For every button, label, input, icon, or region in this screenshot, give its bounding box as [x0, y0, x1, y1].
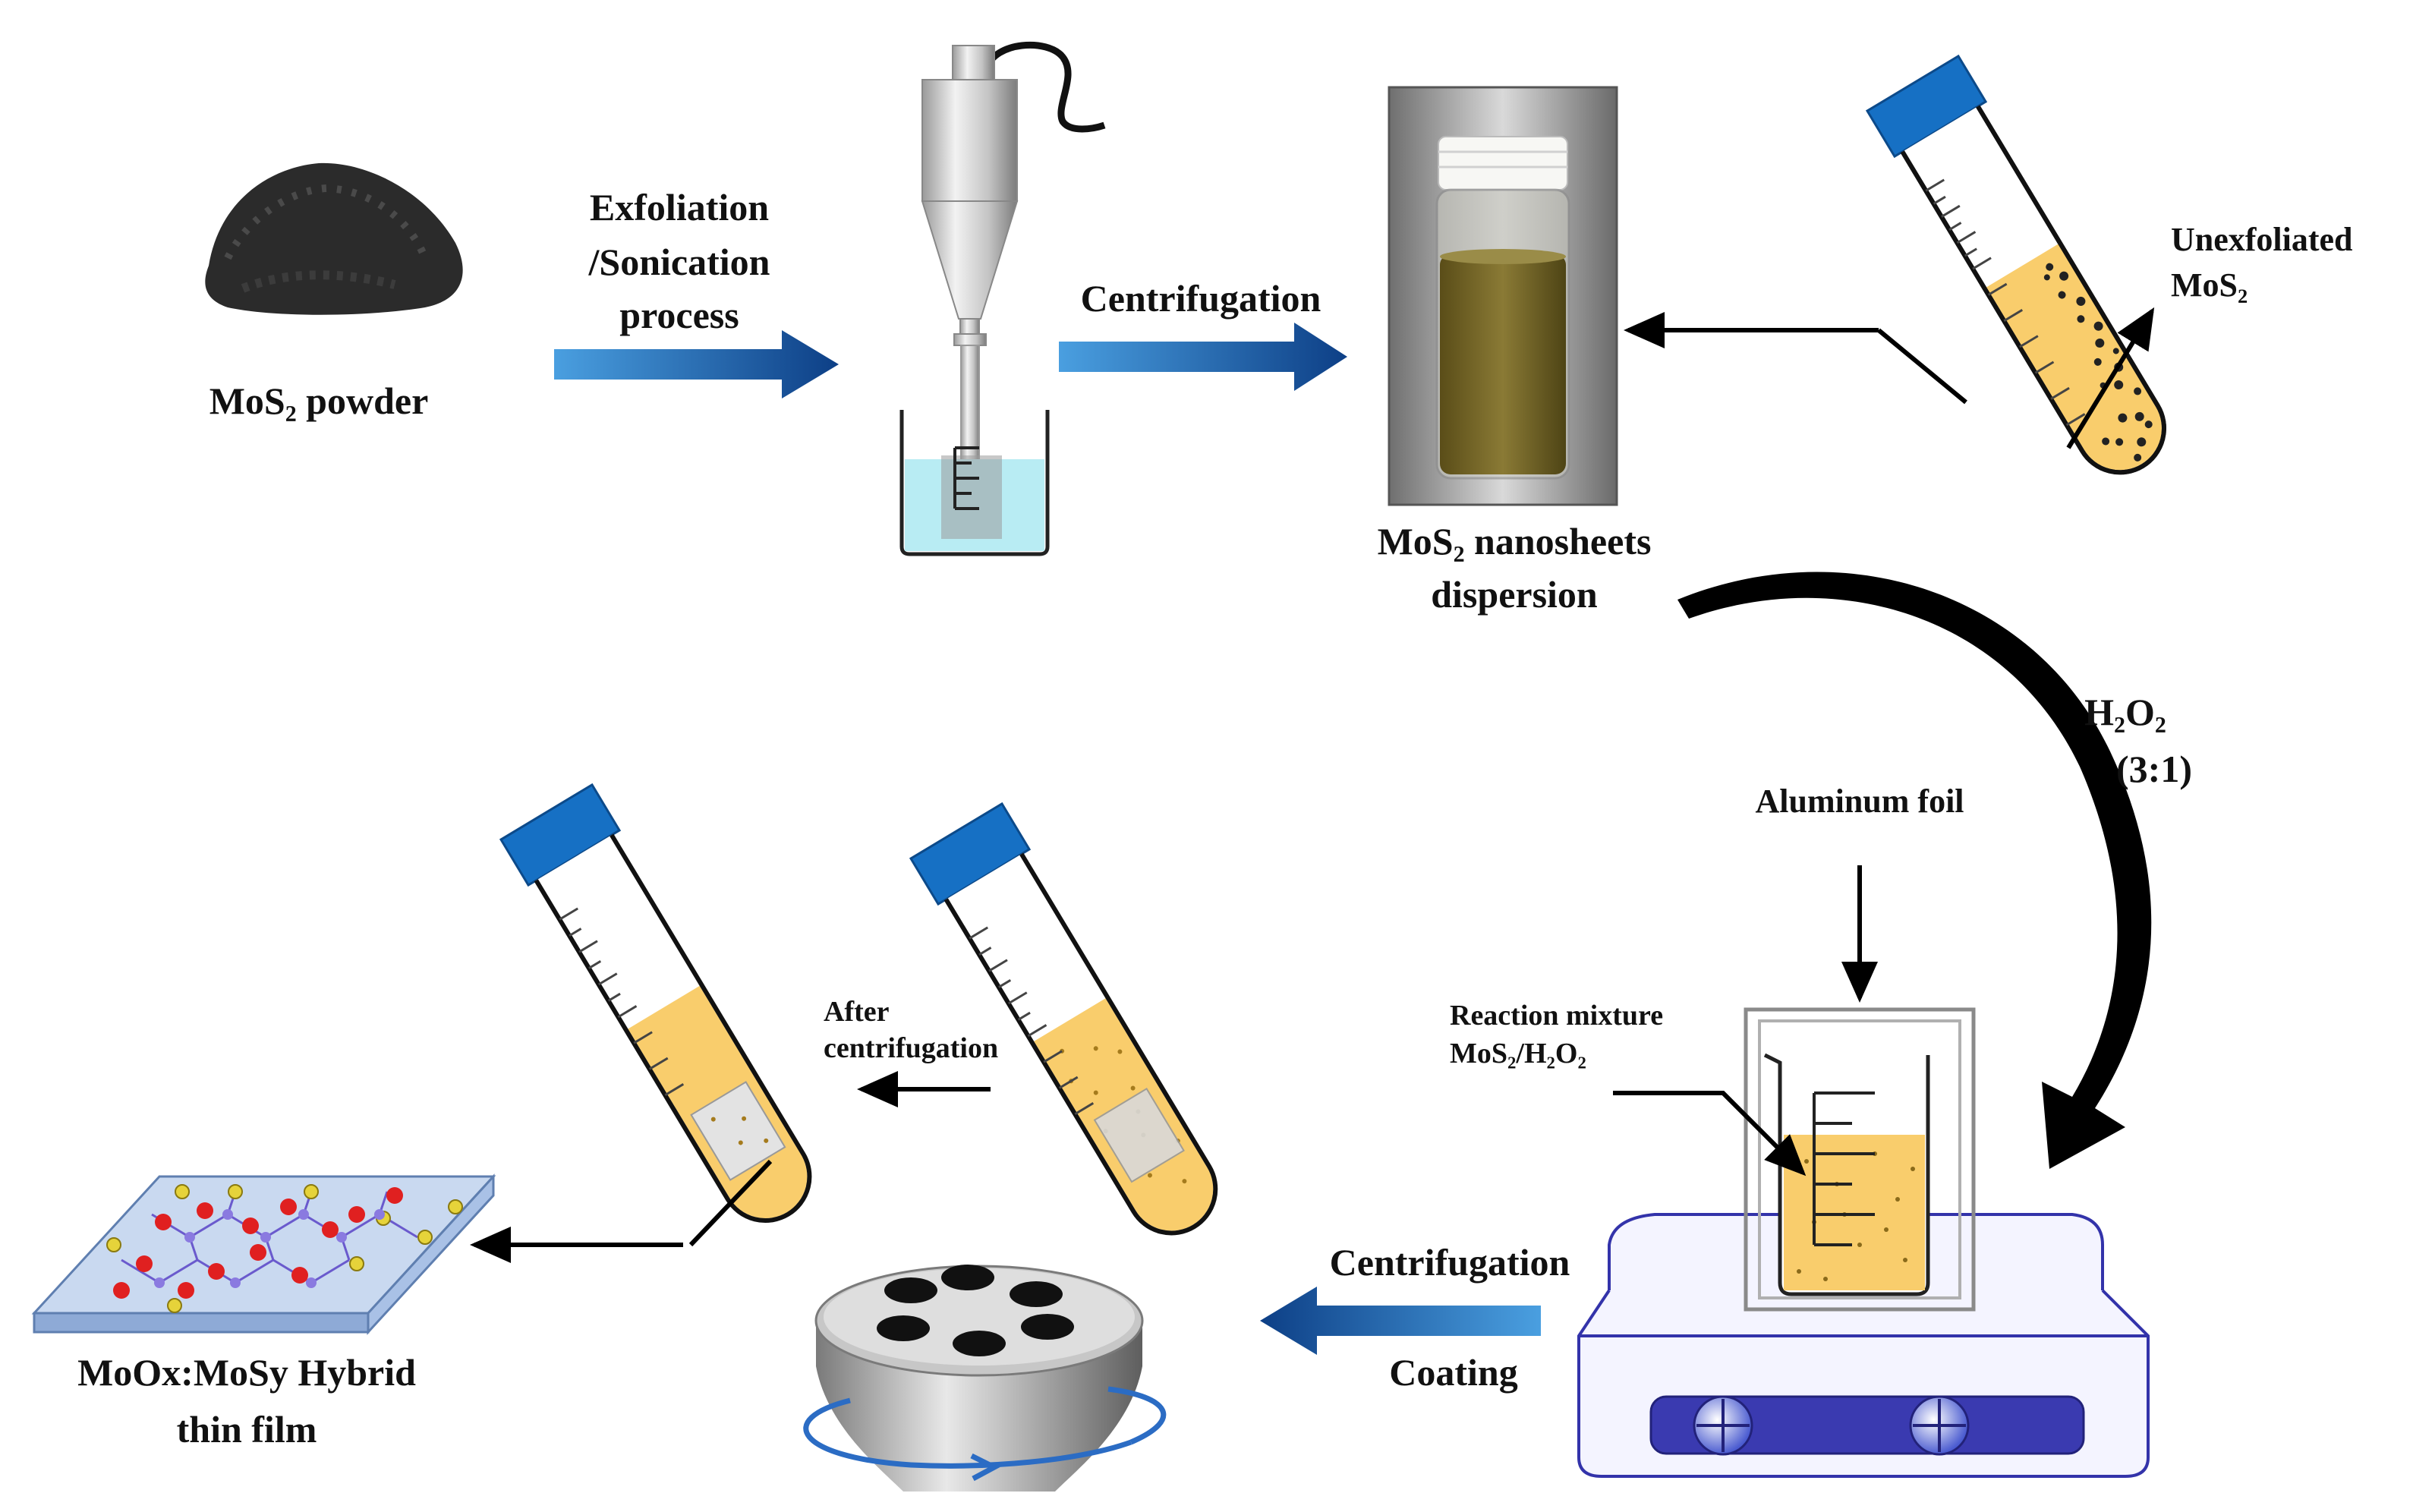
- hot-plate-left-knob-icon[interactable]: [1693, 1395, 1753, 1456]
- test-tube-before-separation: [909, 802, 1218, 1236]
- centrifuge-rotor: [803, 1265, 1167, 1492]
- mos2-dispersion-vial-photo: [1388, 86, 1618, 506]
- reaction-mixture-pointer: [1613, 1091, 1807, 1177]
- unexfoliated-label-line2: MoS₂: [2171, 266, 2248, 304]
- nanosheets-label-line1: MoS₂ nanosheets: [1378, 520, 1652, 562]
- aluminum-foil-label: Aluminum foil: [1755, 783, 1964, 820]
- ratio-label: (3:1): [2116, 748, 2192, 790]
- exfoliation-label-line3: process: [619, 294, 739, 336]
- test-tube-after-centrifugation: [499, 783, 812, 1223]
- centrifugation-bottom-label: Centrifugation: [1330, 1241, 1570, 1284]
- nanosheets-label-line2: dispersion: [1431, 573, 1598, 616]
- h2o2-label: H₂O₂: [2084, 691, 2166, 733]
- centrifugation-bottom-arrow: [1260, 1287, 1541, 1355]
- reaction-beaker: [1763, 1053, 1930, 1296]
- aluminum-foil-enclosure: [1744, 1007, 1976, 1312]
- test-tube-unexfoliated: [1865, 54, 2166, 475]
- coating-label: Coating: [1389, 1351, 1517, 1394]
- hot-plate-right-knob-icon[interactable]: [1909, 1395, 1970, 1456]
- after-centrifugation-label-line2: centrifugation: [824, 1032, 998, 1064]
- substrate-extraction-line: [688, 1159, 773, 1247]
- exfoliation-label-line2: /Sonication: [588, 241, 770, 283]
- after-centrifugation-label-line1: After: [824, 996, 890, 1028]
- hybrid-film-label-line2: thin film: [177, 1408, 317, 1451]
- tube-to-vial-connector: [1877, 328, 1967, 405]
- hybrid-thin-film: [31, 1173, 496, 1335]
- hybrid-film-label-line1: MoOx:MoSy Hybrid: [77, 1351, 416, 1394]
- centrifugation-top-arrow: [1059, 323, 1347, 391]
- reaction-mixture-label-line2: MoS₂/H₂O₂: [1450, 1038, 1586, 1069]
- unexfoliated-pointer-arrow: [2066, 307, 2155, 449]
- mos2-powder-pile: [205, 162, 463, 315]
- centrifugation-top-label: Centrifugation: [1081, 277, 1321, 320]
- mos2-powder-label: MoS₂ powder: [209, 380, 429, 422]
- unexfoliated-label-line1: Unexfoliated: [2171, 221, 2353, 258]
- exfoliation-label-line1: Exfoliation: [590, 186, 769, 228]
- reaction-mixture-label-line1: Reaction mixture: [1450, 1000, 1663, 1032]
- exfoliation-arrow: [554, 330, 839, 398]
- ultrasonic-probe-sonicator: [899, 41, 1106, 556]
